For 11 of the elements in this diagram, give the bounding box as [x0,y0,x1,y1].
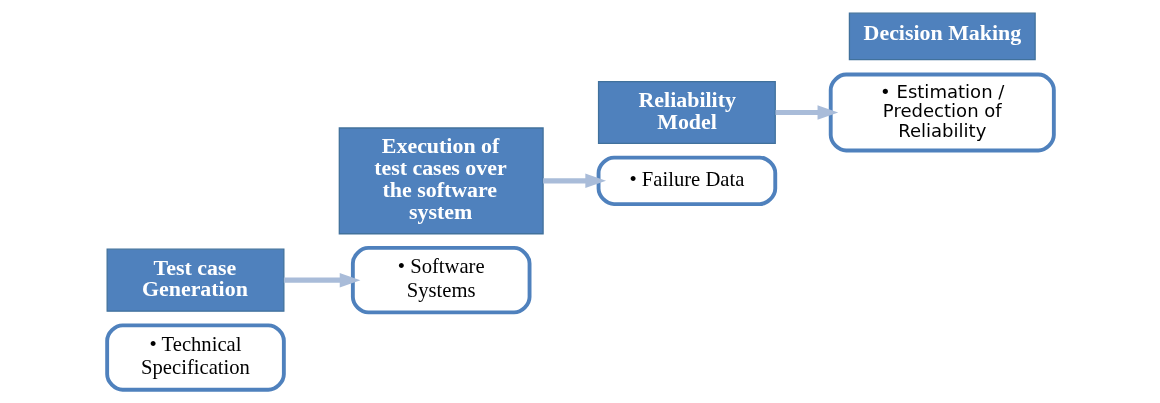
node-box: • Failure Data [596,155,777,206]
arrow [283,272,360,288]
node-box: • Estimation / Predection of Reliability [828,72,1056,153]
node-box: Test case Generation [106,248,284,312]
arrow [775,105,838,120]
node-box: Decision Making [848,12,1036,61]
node-box: • Software Systems [350,246,531,315]
node-box: Execution of test cases over the software system [338,127,544,235]
node-box: Reliability Model [597,80,776,145]
node-box: • Technical Specification [104,323,286,392]
arrow [542,173,606,189]
